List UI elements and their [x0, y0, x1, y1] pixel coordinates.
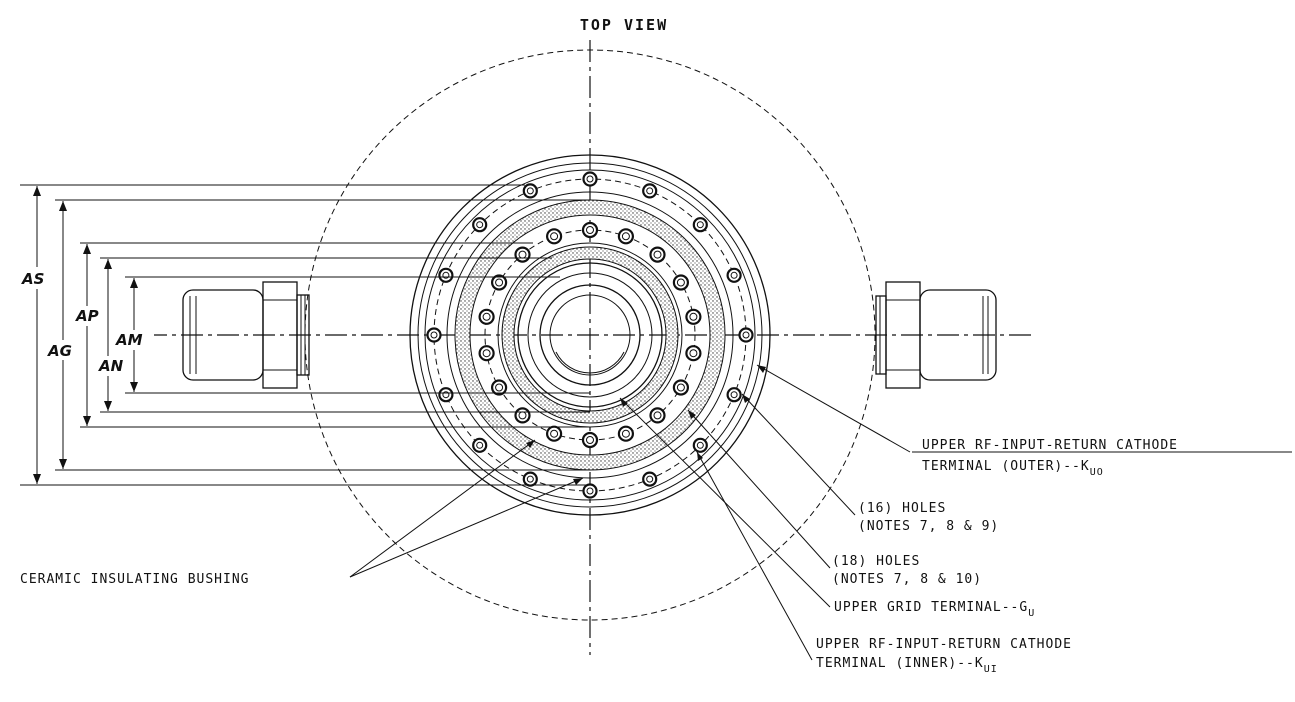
- inner-hole-group: [478, 221, 702, 449]
- right-connector: [875, 281, 997, 389]
- kuo-label-line2: TERMINAL (OUTER)--KUO: [922, 459, 1104, 478]
- outer-bolt-hole-bore: [586, 487, 594, 495]
- inner-bolt-hole: [545, 425, 563, 442]
- holes18-label-line2: (NOTES 7, 8 & 10): [832, 572, 982, 587]
- outer-bolt-hole-bore: [646, 475, 654, 483]
- outer-bolt-hole-bore: [526, 475, 534, 483]
- inner-bolt-hole-bore: [586, 226, 594, 234]
- dimension-label-as: AS: [21, 270, 44, 288]
- inner-bolt-hole: [672, 379, 690, 396]
- outer-bolt-hole: [582, 171, 598, 187]
- outer-bolt-hole-bore: [730, 391, 738, 399]
- inner-bolt-hole: [545, 228, 563, 245]
- holes16-label-line1: (16) HOLES: [858, 501, 946, 516]
- kuo-label-line1: UPPER RF-INPUT-RETURN CATHODE: [922, 438, 1178, 453]
- outer-bolt-hole-bore: [476, 221, 484, 229]
- dimension-label-ag: AG: [47, 342, 72, 360]
- inner-bolt-hole: [581, 221, 599, 239]
- inner-bolt-hole-bore: [495, 383, 504, 392]
- outer-ceramic-bushing: [454, 199, 726, 471]
- inner-bolt-hole-bore: [653, 411, 662, 420]
- kui-label-line2: TERMINAL (INNER)--KUI: [816, 656, 998, 675]
- dimension-label-an: AN: [98, 357, 124, 375]
- ceramic-bushing-label: CERAMIC INSULATING BUSHING: [20, 572, 250, 587]
- leader-lines: [349, 364, 1292, 661]
- outer-bolt-hole-bore: [646, 187, 654, 195]
- grid-terminal-label: UPPER GRID TERMINAL--GU: [834, 600, 1035, 619]
- inner-bolt-hole-bore: [689, 312, 698, 321]
- outer-bolt-hole-bore: [430, 331, 438, 339]
- inner-bolt-hole: [685, 345, 702, 362]
- outer-bolt-hole-bore: [696, 221, 704, 229]
- inner-bolt-hole: [514, 407, 531, 424]
- inner-bolt-hole-bore: [676, 383, 685, 392]
- inner-bolt-hole: [649, 246, 666, 263]
- outer-bolt-hole: [522, 183, 538, 199]
- inner-bolt-hole: [581, 431, 599, 449]
- outer-bolt-hole: [426, 327, 442, 343]
- outer-bolt-hole: [726, 267, 742, 283]
- outer-bolt-hole: [692, 437, 708, 453]
- outer-bolt-hole-bore: [442, 391, 450, 399]
- outer-bolt-hole: [726, 387, 742, 403]
- inner-bolt-hole: [617, 425, 635, 442]
- inner-bolt-hole-bore: [586, 436, 594, 444]
- outer-bolt-hole-bore: [730, 271, 738, 279]
- inner-ceramic-bushing: [501, 246, 679, 424]
- outer-bolt-hole-bore: [442, 271, 450, 279]
- dimension-label-am: AM: [115, 331, 143, 349]
- inner-bolt-hole-bore: [621, 232, 630, 241]
- inner-bolt-hole: [478, 308, 495, 325]
- outer-bolt-hole: [582, 483, 598, 499]
- outer-bolt-hole-bore: [526, 187, 534, 195]
- holes16-label-line2: (NOTES 7, 8 & 9): [858, 519, 999, 534]
- grid-terminal-ring: [517, 262, 663, 408]
- kui-label-line1: UPPER RF-INPUT-RETURN CATHODE: [816, 637, 1072, 652]
- inner-bolt-hole-bore: [653, 250, 662, 259]
- outer-bolt-hole: [472, 437, 488, 453]
- inner-bolt-hole: [649, 407, 666, 424]
- outer-bolt-hole-bore: [742, 331, 750, 339]
- outer-bolt-hole-bore: [586, 175, 594, 183]
- center-post: [539, 284, 641, 386]
- outer-bolt-hole-bore: [476, 441, 484, 449]
- outer-bolt-hole-bore: [696, 441, 704, 449]
- inner-bolt-hole-bore: [495, 278, 504, 287]
- dimension-lines: [20, 184, 590, 486]
- dimension-label-ap: AP: [75, 307, 99, 325]
- outer-bolt-hole: [642, 471, 658, 487]
- outer-bolt-hole: [522, 471, 538, 487]
- inner-bolt-hole: [672, 274, 690, 291]
- outer-terminal-ring: [409, 154, 771, 516]
- inner-bolt-hole: [685, 308, 702, 325]
- outer-bolt-hole: [738, 327, 754, 343]
- view-title: TOP VIEW: [580, 16, 668, 34]
- inner-bolt-hole-bore: [621, 429, 630, 438]
- inner-bolt-hole-bore: [550, 232, 559, 241]
- inner-bolt-hole: [478, 345, 495, 362]
- holes18-label-line1: (18) HOLES: [832, 554, 920, 569]
- outer-bolt-hole: [692, 217, 708, 233]
- inner-bolt-hole: [491, 274, 508, 291]
- inner-bolt-hole-bore: [550, 429, 559, 438]
- outer-bolt-hole: [438, 387, 454, 403]
- outer-bolt-hole: [472, 217, 488, 233]
- inner-bolt-hole: [491, 379, 508, 396]
- inner-bolt-hole-bore: [676, 278, 685, 287]
- inner-bolt-hole-bore: [482, 349, 491, 358]
- inner-bolt-hole: [514, 246, 531, 263]
- inner-bolt-hole: [617, 228, 635, 245]
- outer-bolt-hole: [642, 183, 658, 199]
- outer-bolt-hole: [438, 267, 454, 283]
- inner-bolt-hole-bore: [689, 349, 698, 358]
- inner-bolt-hole-bore: [482, 312, 491, 321]
- outer-hole-group: [426, 171, 754, 499]
- left-connector: [182, 281, 310, 389]
